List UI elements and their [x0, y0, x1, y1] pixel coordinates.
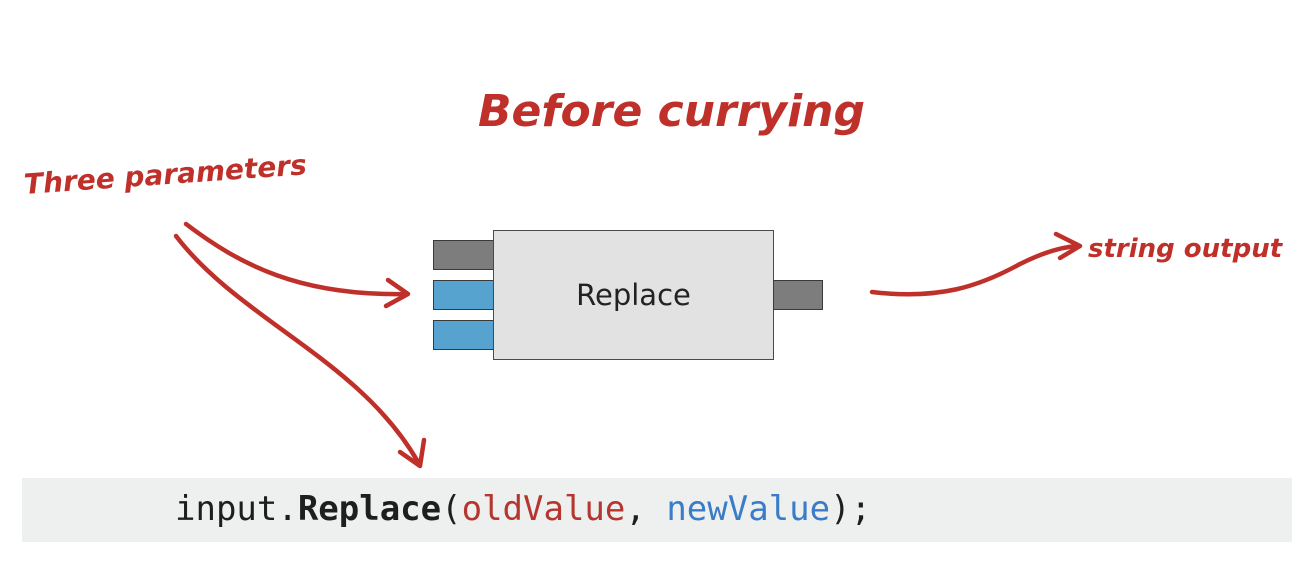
- code-arg-old-value: oldValue: [461, 489, 626, 529]
- code-bar: [22, 478, 1292, 542]
- code-close: );: [830, 489, 872, 529]
- arrow-to-output: [869, 243, 1081, 297]
- arrow-to-ports: [183, 221, 408, 297]
- output-port: [773, 280, 823, 310]
- arrowhead-to-code: [397, 437, 427, 469]
- input-port-2: [433, 280, 494, 310]
- function-label: Replace: [576, 278, 691, 312]
- code-separator: ,: [625, 489, 667, 529]
- arrow-to-code: [173, 233, 421, 465]
- replace-function-box: Replace: [493, 230, 774, 360]
- code-method: Replace: [297, 489, 442, 529]
- code-line: input.Replace(oldValue, newValue);: [175, 489, 871, 529]
- diagram-title: Before currying: [478, 86, 865, 137]
- input-port-3: [433, 320, 494, 350]
- code-arg-new-value: newValue: [666, 489, 831, 529]
- arrowhead-to-output: [1053, 231, 1083, 261]
- code-open-paren: (: [441, 489, 462, 529]
- code-receiver: input.: [175, 489, 298, 529]
- input-port-1: [433, 240, 494, 270]
- string-output-annotation: string output: [1088, 234, 1283, 264]
- arrowhead-to-ports: [383, 277, 411, 309]
